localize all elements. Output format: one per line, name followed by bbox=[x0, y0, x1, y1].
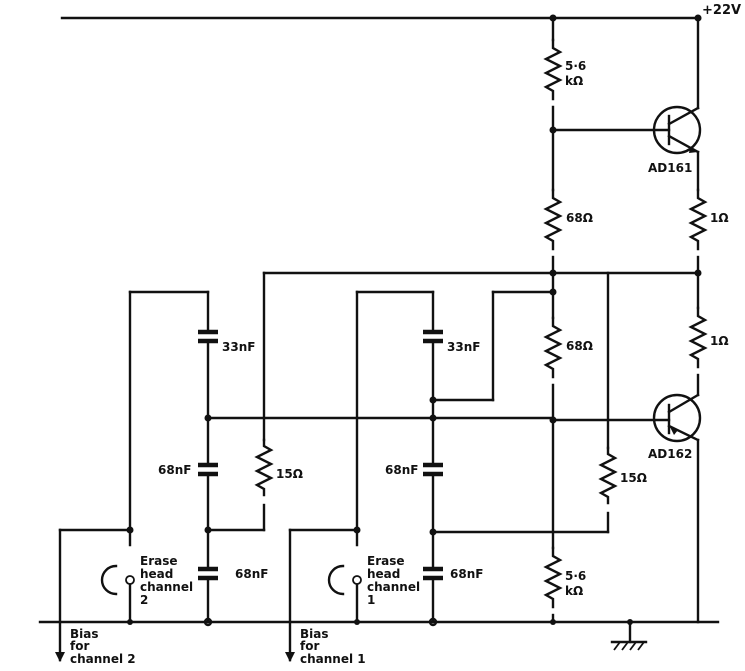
resistor-15-b bbox=[598, 446, 618, 505]
transistor-q1-label: AD161 bbox=[648, 161, 692, 175]
resistor-5k6-bottom-value: 5·6 bbox=[565, 569, 586, 583]
resistor-15-a bbox=[254, 438, 274, 497]
erase-head-ch2-line3: channel bbox=[140, 580, 193, 594]
driver-bias-column bbox=[543, 16, 563, 624]
junction-dots bbox=[126, 14, 702, 627]
resistor-15-b-label: 15Ω bbox=[620, 471, 647, 485]
bias-ch2-line2: for bbox=[70, 639, 89, 653]
resistor-68-b bbox=[543, 316, 563, 379]
channel-1-network bbox=[285, 290, 443, 662]
resistor-1-a-label: 1Ω bbox=[710, 211, 729, 225]
resistor-15-a-label: 15Ω bbox=[276, 467, 303, 481]
transistor-q1 bbox=[551, 105, 702, 155]
output-bus bbox=[206, 271, 700, 534]
capacitor-ch1-mid-label: 68nF bbox=[385, 463, 418, 477]
resistor-5k6-bottom bbox=[543, 546, 563, 609]
bias-ch2-line1: Bias bbox=[70, 627, 99, 641]
resistor-68-b-label: 68Ω bbox=[566, 339, 593, 353]
resistor-1-b bbox=[688, 306, 708, 369]
output-column bbox=[688, 16, 708, 624]
channel-2-network bbox=[55, 290, 274, 662]
resistor-5k6-top bbox=[543, 38, 563, 101]
erase-head-ch1-line4: 1 bbox=[367, 593, 375, 607]
resistor-5k6-top-value: 5·6 bbox=[565, 59, 586, 73]
resistor-5k6-top-unit: kΩ bbox=[565, 74, 583, 88]
erase-head-ch2-symbol bbox=[100, 564, 135, 596]
transistor-q2-label: AD162 bbox=[648, 447, 692, 461]
resistor-68-a-label: 68Ω bbox=[566, 211, 593, 225]
resistor-1-a bbox=[688, 188, 708, 251]
erase-head-ch2-line4: 2 bbox=[140, 593, 148, 607]
capacitor-ch1-bot-label: 68nF bbox=[450, 567, 483, 581]
erase-head-ch1-line2: head bbox=[367, 567, 400, 581]
resistor-68-a bbox=[543, 188, 563, 251]
capacitor-ch2-mid-label: 68nF bbox=[158, 463, 191, 477]
capacitor-ch2-top-label: 33nF bbox=[222, 340, 255, 354]
bias-ch1-line1: Bias bbox=[300, 627, 329, 641]
erase-head-ch1-line1: Erase bbox=[367, 554, 405, 568]
bias-ch1-line3: channel 1 bbox=[300, 652, 366, 666]
erase-head-ch2-line1: Erase bbox=[140, 554, 178, 568]
erase-head-ch2-line2: head bbox=[140, 567, 173, 581]
capacitor-ch2-bot-label: 68nF bbox=[235, 567, 268, 581]
resistor-5k6-bottom-unit: kΩ bbox=[565, 584, 583, 598]
supply-voltage-label: +22V bbox=[702, 3, 741, 18]
transistor-q2 bbox=[551, 393, 702, 443]
capacitor-ch1-top-label: 33nF bbox=[447, 340, 480, 354]
resistor-1-b-label: 1Ω bbox=[710, 334, 729, 348]
bias-ch2-line3: channel 2 bbox=[70, 652, 136, 666]
bias-ch1-line2: for bbox=[300, 639, 319, 653]
ground-symbol bbox=[610, 620, 648, 651]
erase-head-ch1-symbol bbox=[327, 564, 362, 596]
erase-head-ch1-line3: channel bbox=[367, 580, 420, 594]
